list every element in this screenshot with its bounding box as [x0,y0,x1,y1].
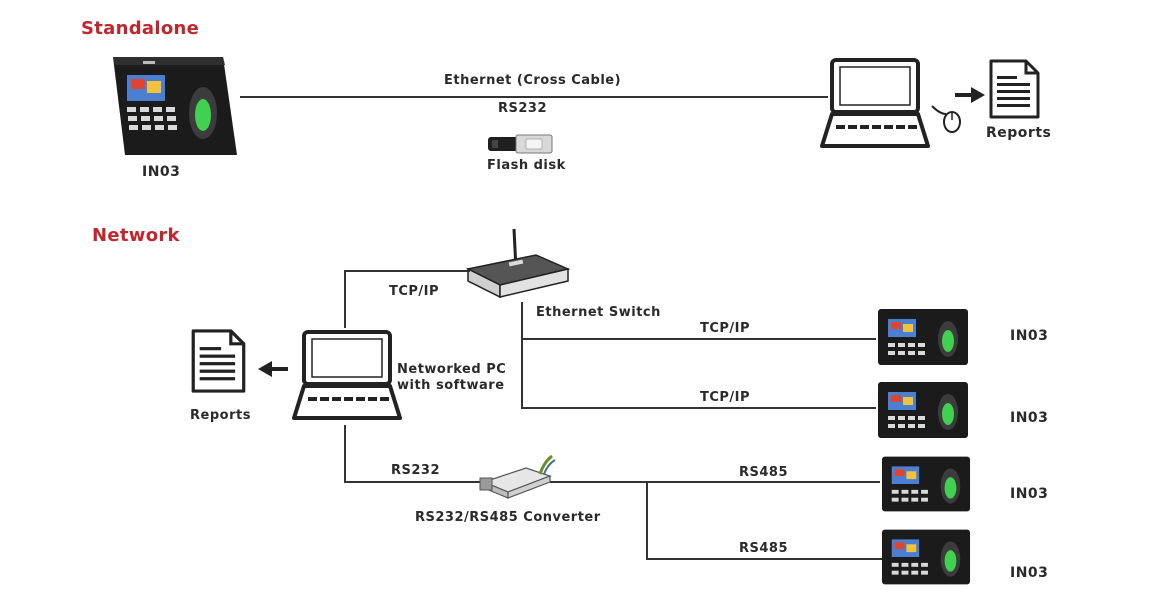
arrow-icon [953,86,987,104]
converter-label: RS232/RS485 Converter [415,510,601,525]
rs485-trunk-line [646,481,648,560]
networked-pc-label-line1: Networked PC [397,362,507,377]
pc-router-vertical-line [344,270,346,328]
network-terminal-1 [876,307,970,367]
rs232-network-label: RS232 [391,463,441,478]
networked-pc-icon [292,330,404,422]
switch-device1-line [521,338,876,340]
tcpip-label-2: TCP/IP [700,390,751,405]
pc-rs232-horizontal-line [344,481,484,483]
rs232-label: RS232 [498,101,548,116]
usb-flash-drive-icon [486,132,560,156]
rs485-device3-line [550,481,880,483]
ethernet-label: Ethernet (Cross Cable) [444,73,622,88]
network-device-label-3: IN03 [1010,486,1049,502]
network-device-label-4: IN03 [1010,565,1049,581]
network-arrow-icon [256,360,290,378]
networked-pc-label-line2: with software [397,378,505,393]
pc-router-horizontal-line [344,270,470,272]
converter-icon [478,452,556,502]
network-terminal-4 [880,527,972,587]
switch-trunk-line [521,302,523,408]
flash-disk-label: Flash disk [487,158,566,173]
standalone-reports-label: Reports [986,125,1052,141]
tcpip-label-1: TCP/IP [700,321,751,336]
ethernet-cross-cable-line [240,96,828,98]
network-title: Network [92,225,180,246]
network-device-label-2: IN03 [1010,410,1049,426]
mouse-icon [930,102,964,134]
standalone-title: Standalone [81,18,200,39]
network-terminal-3 [880,454,972,514]
rs485-device4-line [646,558,882,560]
computer-icon [820,58,932,150]
report-document-icon [988,58,1042,120]
switch-device2-line [521,407,876,409]
network-report-document-icon [190,326,248,396]
rs485-label-1: RS485 [739,465,789,480]
fingerprint-terminal-icon [105,55,240,160]
rs485-label-2: RS485 [739,541,789,556]
network-reports-label: Reports [190,408,251,423]
ethernet-switch-label: Ethernet Switch [536,305,661,320]
standalone-device-label: IN03 [142,164,181,180]
router-icon [464,225,572,301]
network-terminal-2 [876,379,970,441]
pc-rs232-vertical-line [344,425,346,483]
network-device-label-1: IN03 [1010,328,1049,344]
router-tcpip-label: TCP/IP [389,284,440,299]
